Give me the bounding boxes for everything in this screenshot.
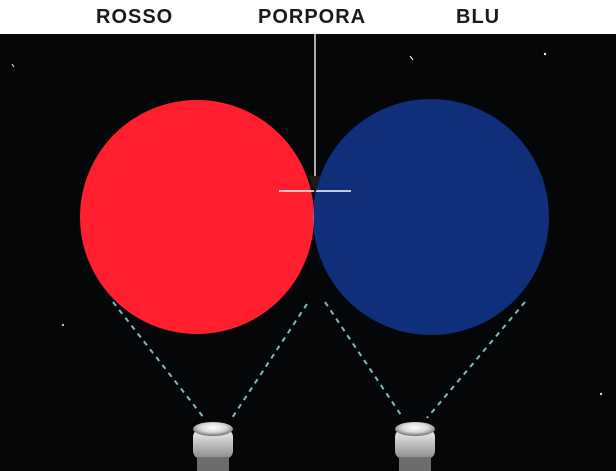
- blue-light-circle: [313, 99, 549, 335]
- projection-scene: [0, 34, 616, 471]
- purple-label: PORPORA: [258, 6, 366, 29]
- dust-mark: [600, 393, 602, 395]
- dust-mark: [62, 324, 64, 326]
- red-light-circle: [80, 100, 314, 334]
- left-projector-icon: [193, 422, 233, 471]
- red-label: ROSSO: [96, 6, 173, 29]
- blue-label: BLU: [456, 6, 500, 29]
- right-projector-icon: [395, 422, 435, 471]
- color-labels: ROSSO PORPORA BLU: [0, 0, 616, 34]
- dust-mark: [544, 53, 546, 55]
